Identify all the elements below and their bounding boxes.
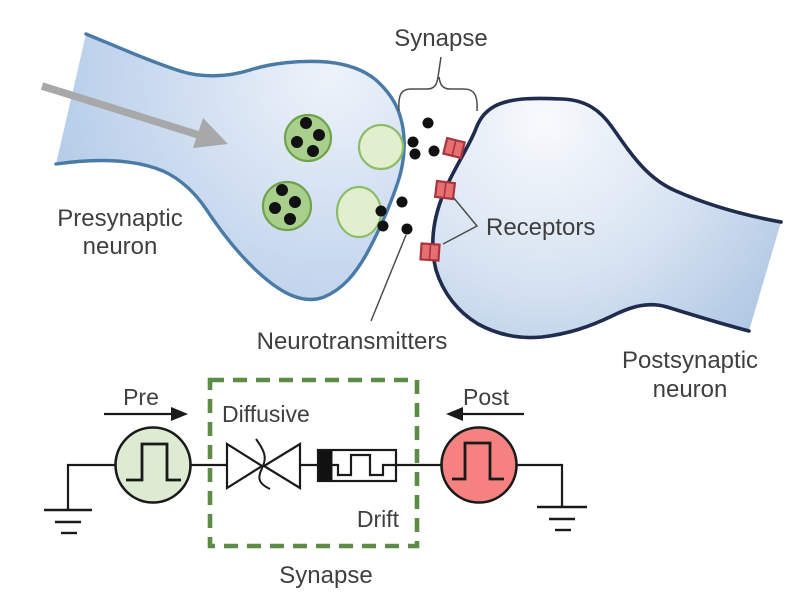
presynaptic-label-line2: neuron: [83, 233, 158, 260]
fusing-vesicle-lower: [335, 185, 383, 239]
action-potential-arrow: [40, 82, 228, 148]
fusing-vesicle-upper: [357, 123, 405, 171]
ground-symbol-left: [44, 508, 92, 535]
pre-pulse-source: [114, 426, 192, 504]
receptor-2: [433, 179, 457, 201]
synapse-dashed-box: [207, 377, 420, 549]
drift-label: Drift: [357, 506, 400, 532]
neurotransmitter-dots: [375, 117, 440, 235]
post-arrow: [446, 407, 524, 421]
vesicle-upper: [283, 113, 333, 163]
post-pulse-source: [440, 426, 518, 504]
diffusive-memristor-symbol: [225, 438, 302, 490]
vesicle-lower: [261, 180, 313, 232]
pulse-waveform-icon: [126, 442, 181, 482]
diffusive-label: Diffusive: [222, 401, 310, 427]
pulse-waveform-icon: [452, 441, 504, 481]
presynaptic-label-line1: Presynaptic: [57, 205, 182, 232]
wire-right: [517, 463, 564, 507]
synapse-top-label: Synapse: [394, 25, 487, 52]
post-label: Post: [463, 384, 510, 410]
postsynaptic-label-line2: neuron: [653, 376, 728, 403]
pre-arrow: [104, 407, 188, 421]
drift-memristor-symbol: [316, 448, 398, 483]
neurotransmitters-label: Neurotransmitters: [257, 328, 448, 355]
receptor-1: [441, 136, 467, 160]
postsynaptic-label-line1: Postsynaptic: [622, 347, 758, 374]
synapse-bottom-label: Synapse: [279, 562, 372, 589]
receptors-pointer-line: [442, 196, 479, 245]
presynaptic-neuron-membrane: [54, 32, 406, 302]
synapse-brace: [398, 56, 478, 112]
wire-left: [66, 463, 116, 510]
postsynaptic-neuron-membrane: [431, 96, 783, 340]
pre-label: Pre: [123, 384, 159, 410]
receptors-label: Receptors: [486, 214, 595, 241]
neurotransmitters-pointer-line: [370, 234, 407, 322]
receptor-3: [419, 242, 441, 262]
postsynaptic-neuron-body: [432, 98, 781, 338]
ground-symbol-right: [537, 505, 587, 532]
presynaptic-neuron-body: [56, 34, 405, 300]
